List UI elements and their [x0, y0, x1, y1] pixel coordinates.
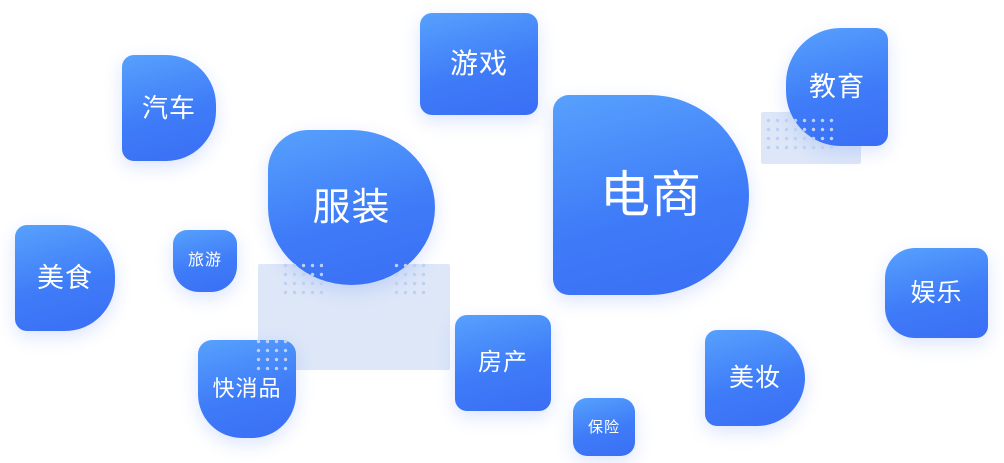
tag-label: 快消品	[212, 376, 282, 401]
tag-label: 保险	[587, 418, 620, 436]
tag-automotive[interactable]: 汽车	[122, 55, 216, 161]
tag-label: 美妆	[728, 363, 781, 392]
tag-label: 娱乐	[910, 278, 963, 307]
tag-education[interactable]: 教育	[786, 28, 888, 146]
tag-label: 汽车	[141, 93, 196, 123]
tag-insurance[interactable]: 保险	[573, 398, 635, 456]
tag-gaming[interactable]: 游戏	[420, 13, 538, 115]
tag-real-estate[interactable]: 房产	[455, 315, 551, 411]
tag-label: 服装	[312, 186, 391, 229]
tag-label: 房产	[478, 349, 528, 376]
tag-fmcg[interactable]: 快消品	[198, 340, 296, 438]
tag-label: 游戏	[449, 48, 508, 79]
tag-ecommerce[interactable]: 电商	[553, 95, 749, 295]
tag-beauty[interactable]: 美妆	[705, 330, 805, 426]
tag-label: 美食	[37, 262, 93, 293]
tag-entertainment[interactable]: 娱乐	[885, 248, 988, 338]
tag-label: 电商	[600, 167, 702, 223]
tag-travel[interactable]: 旅游	[173, 230, 237, 292]
tag-label: 旅游	[187, 252, 222, 269]
tag-label: 教育	[809, 71, 865, 102]
tag-apparel[interactable]: 服装	[268, 130, 435, 285]
tag-food[interactable]: 美食	[15, 225, 115, 331]
